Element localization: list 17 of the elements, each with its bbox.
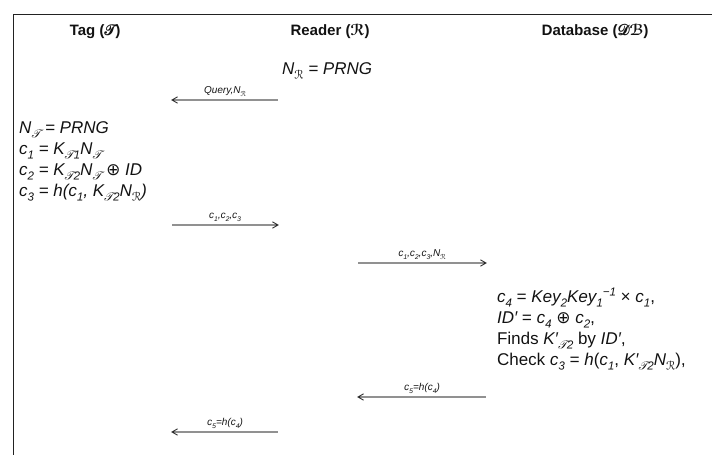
message-label: c$_{5}$=h(c$_{4}$) <box>207 417 243 429</box>
participant-heading: Database (𝒟ℬ) <box>542 22 648 40</box>
equation-line: c$_{1}$ = K$_{𝒯1}$N$_{𝒯}$ <box>19 138 147 159</box>
message-label: c$_{1}$,c$_{2}$,c$_{3}$ <box>209 210 241 222</box>
equation-line: Check c$_{3}$ = h(c$_{1}$, K′$_{𝒯2}$N$_{ℛ}$), <box>497 349 686 370</box>
equation-line: c$_{2}$ = K$_{𝒯2}$N$_{𝒯}$ ⊕ ID <box>19 159 144 180</box>
equation-line: c$_{3}$ = h(c$_{1}$, K$_{𝒯2}$N$_{ℛ}$) <box>19 180 147 201</box>
message-label: c$_{1}$,c$_{2}$,c$_{3}$,N$_{ℛ}$ <box>398 248 446 260</box>
participant-heading: Reader (ℛ) <box>290 22 370 40</box>
computation-step: N$_{ℛ}$ = PRNG <box>282 58 372 79</box>
equation-line: ID′ = c$_{4}$ ⊕ c$_{2}$, <box>497 307 596 328</box>
equation-line: Finds K′$_{𝒯2}$ by ID′, <box>497 328 627 349</box>
participant-heading: Tag (𝒯) <box>70 22 120 40</box>
equation-line: c$_{4}$ = Key$_{2}$Key$_{1}$$^{−1}$ × c$_{1}$, <box>497 286 656 307</box>
message-label: c$_{5}$=h(c$_{4}$) <box>404 382 440 394</box>
message-label: Query,N$_{ℛ}$ <box>204 85 246 97</box>
equation-line: N$_{𝒯}$ = PRNG <box>19 117 110 138</box>
